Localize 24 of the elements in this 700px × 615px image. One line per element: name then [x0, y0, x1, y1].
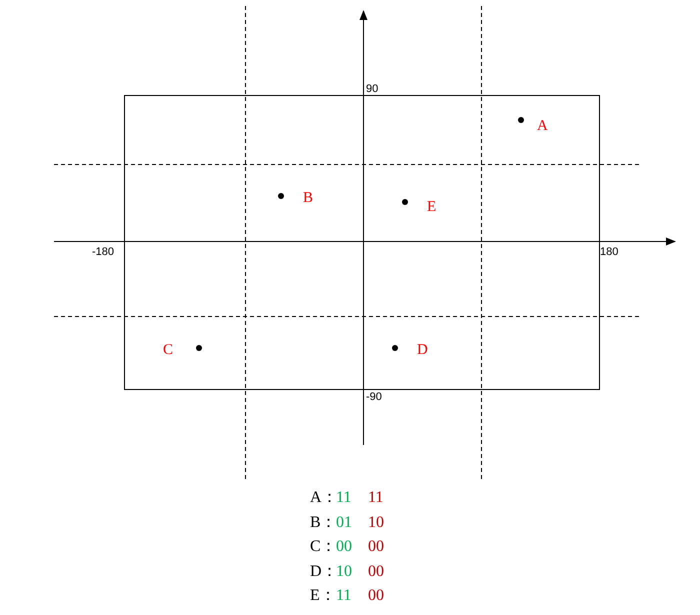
axis-tick-label: 180 [600, 246, 618, 258]
point-label: C [163, 342, 174, 358]
latitude-code: 00 [368, 587, 384, 605]
point-label: B [303, 190, 314, 206]
point-name: E： [310, 587, 336, 605]
point-name: D： [310, 562, 338, 580]
latitude-code: 00 [368, 538, 384, 556]
longitude-code: 10 [336, 562, 352, 580]
latitude-code: 00 [368, 562, 384, 580]
axis-tick-label: 90 [366, 83, 378, 95]
axis-tick-label: -180 [92, 246, 114, 258]
point-name: A： [310, 489, 338, 507]
longitude-code: 00 [336, 538, 352, 556]
point-label: D [417, 342, 428, 358]
point-label: E [427, 199, 436, 215]
longitude-code: 11 [336, 587, 352, 605]
latitude-code: 10 [368, 514, 384, 532]
point-label: A [537, 118, 548, 134]
axis-tick-label: -90 [366, 391, 382, 403]
point-name: C： [310, 538, 337, 556]
longitude-code: 01 [336, 514, 352, 532]
point-name: B： [310, 514, 337, 532]
longitude-code: 11 [336, 489, 352, 507]
latitude-code: 11 [368, 489, 384, 507]
